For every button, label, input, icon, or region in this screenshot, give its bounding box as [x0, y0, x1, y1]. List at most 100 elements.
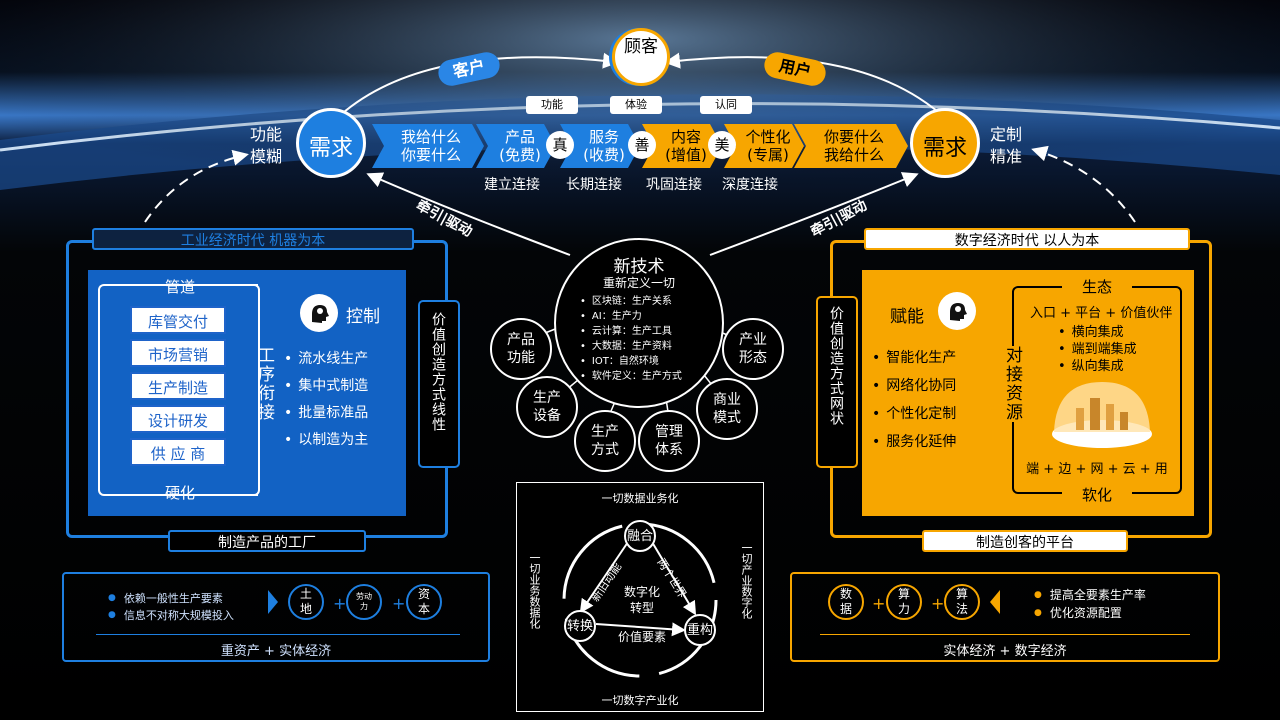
right-value-label: 价值创造方式网状	[828, 306, 844, 426]
right-econ-bullet: 提高全要素生产率	[1034, 586, 1146, 604]
new-tech-title: 新技术	[613, 257, 665, 277]
factor-land-label: 土 地	[299, 587, 312, 616]
control-label: 控制	[346, 307, 380, 327]
left-feature: 集中式制造	[284, 373, 368, 400]
demand-left-label: 需求	[308, 136, 353, 161]
flow-step-2: 产品 (免费)	[499, 128, 541, 164]
flow-item-delivery: 库管交付	[130, 306, 226, 334]
right-value-box	[816, 296, 858, 468]
pipeline-bottom-label: 硬化	[164, 484, 195, 502]
factor-algorithm: 算 法	[944, 584, 980, 620]
customer-label: 顾客	[624, 37, 658, 57]
satellite-product-function: 产品 功能	[490, 318, 552, 380]
tech-item: 云计算：生产工具	[580, 324, 710, 339]
tech-item: AI：生产力	[580, 309, 710, 324]
transform-right: 一切产业数字化	[740, 542, 753, 619]
ecology-list: 横向集成 端到端集成 纵向集成	[1058, 324, 1137, 375]
flow-step-6: 你要什么 我给什么	[823, 128, 884, 164]
empower-label: 赋能	[890, 307, 924, 327]
transform-center: 数字化 转型	[623, 585, 660, 615]
satellite-industry-form: 产业 形态	[722, 318, 784, 380]
transformation-cycle	[562, 522, 718, 678]
left-panel-header: 工业经济时代 机器为本	[92, 228, 414, 250]
transform-left: 一切业务数据化	[528, 552, 541, 629]
flow-item-supplier: 供 应 商	[130, 438, 226, 466]
customer-circle: 顾客	[612, 28, 670, 86]
tech-item: 区块链：生产关系	[580, 294, 710, 309]
softening-label: 软化	[1062, 484, 1132, 505]
tech-item: IOT：自然环境	[580, 354, 710, 369]
right-econ-caption: 实体经济 + 数字经济	[943, 644, 1067, 659]
flow-arrow-bar	[372, 124, 908, 168]
ecology-item: 纵向集成	[1058, 358, 1137, 375]
right-feature: 个性化定制	[872, 400, 956, 428]
connection-1: 建立连接	[484, 177, 540, 193]
node-conversion: 转换	[564, 610, 596, 642]
pill-experience: 体验	[610, 96, 662, 114]
head-gear-icon	[300, 294, 338, 332]
factor-capital: 资 本	[406, 584, 442, 620]
flow-item-manufacturing: 生产制造	[130, 372, 226, 400]
virtue-good: 善	[628, 131, 656, 159]
left-feature: 以制造为主	[284, 427, 368, 454]
right-feature: 智能化生产	[872, 344, 956, 372]
connection-3: 巩固连接	[646, 177, 702, 193]
ecology-subtitle: 入口 + 平台 + 价值伙伴	[1030, 306, 1173, 321]
left-value-label: 价值创造方式线性	[430, 312, 446, 432]
new-tech-subtitle: 重新定义一切	[602, 276, 675, 290]
demand-right-label: 需求	[922, 136, 967, 161]
flow-item-marketing: 市场营销	[130, 339, 226, 367]
right-panel-header: 数字经济时代 以人为本	[864, 228, 1190, 250]
client-tag-label: 客户	[451, 55, 487, 82]
factor-labor-label: 劳动 力	[356, 592, 372, 611]
left-feature: 流水线生产	[284, 346, 368, 373]
pill-function: 功能	[526, 96, 578, 114]
transform-top: 一切数据业务化	[601, 492, 679, 505]
pipeline-bracket	[98, 284, 258, 496]
satellite-business-model: 商业 模式	[696, 378, 758, 440]
transform-bottom: 一切数字产业化	[601, 694, 679, 707]
virtue-truth: 真	[546, 131, 574, 159]
pipeline-bracket-right	[246, 284, 260, 496]
factor-capital-label: 资 本	[417, 587, 430, 616]
left-econ-bullets: 依赖一般性生产要素 信息不对称大规模投入	[108, 590, 234, 624]
plus-sign: +	[333, 594, 347, 613]
satellite-management-system: 管理 体系	[638, 410, 700, 472]
tech-item: 软件定义：生产方式	[580, 369, 710, 384]
factor-compute: 算 力	[886, 584, 922, 620]
factor-data: 数 据	[828, 584, 864, 620]
tech-item: 大数据：生产资料	[580, 339, 710, 354]
head-gear-icon	[938, 292, 976, 330]
right-side-label: 定制 精准	[990, 125, 1023, 166]
connection-4: 深度连接	[722, 177, 778, 193]
left-econ-bullet: 依赖一般性生产要素	[108, 590, 234, 607]
connection-2: 长期连接	[566, 177, 622, 193]
chain-label: 端 + 边 + 网 + 云 + 用	[1026, 462, 1168, 477]
node-reconstruct: 重构	[684, 614, 716, 646]
demand-right-circle: 需求	[910, 108, 980, 178]
right-econ-bullets: 提高全要素生产率 优化资源配置	[1034, 586, 1146, 622]
satellite-production-equipment: 生产 设备	[516, 376, 578, 438]
virtue-beauty: 美	[708, 131, 736, 159]
right-panel-footer: 制造创客的平台	[922, 530, 1128, 552]
process-label: 工序衔接	[254, 346, 274, 422]
flow-step-3: 服务 (收费)	[583, 128, 625, 164]
new-tech-list: 区块链：生产关系 AI：生产力 云计算：生产工具 大数据：生产资料 IOT：自然…	[580, 294, 710, 384]
right-feature: 网络化协同	[872, 372, 956, 400]
node-conversion-label: 转换	[566, 618, 593, 634]
left-econ-caption: 重资产 + 实体经济	[220, 644, 332, 659]
right-econ-chevron	[990, 590, 1000, 614]
flow-step-4: 内容 (增值)	[665, 128, 707, 164]
plus-sign: +	[872, 594, 886, 613]
left-econ-divider	[96, 634, 460, 635]
left-feature: 批量标准品	[284, 400, 368, 427]
demand-left-circle: 需求	[296, 108, 366, 178]
city-dome-icon	[1052, 382, 1152, 448]
pipeline-top-label: 管道	[164, 278, 195, 296]
plus-sign: +	[392, 594, 406, 613]
left-econ-bullet: 信息不对称大规模投入	[108, 607, 234, 624]
pill-identity: 认同	[700, 96, 752, 114]
left-panel-footer: 制造产品的工厂	[168, 530, 366, 552]
virtue-beauty-label: 美	[714, 135, 730, 154]
ecology-title: 生态	[1062, 276, 1132, 297]
